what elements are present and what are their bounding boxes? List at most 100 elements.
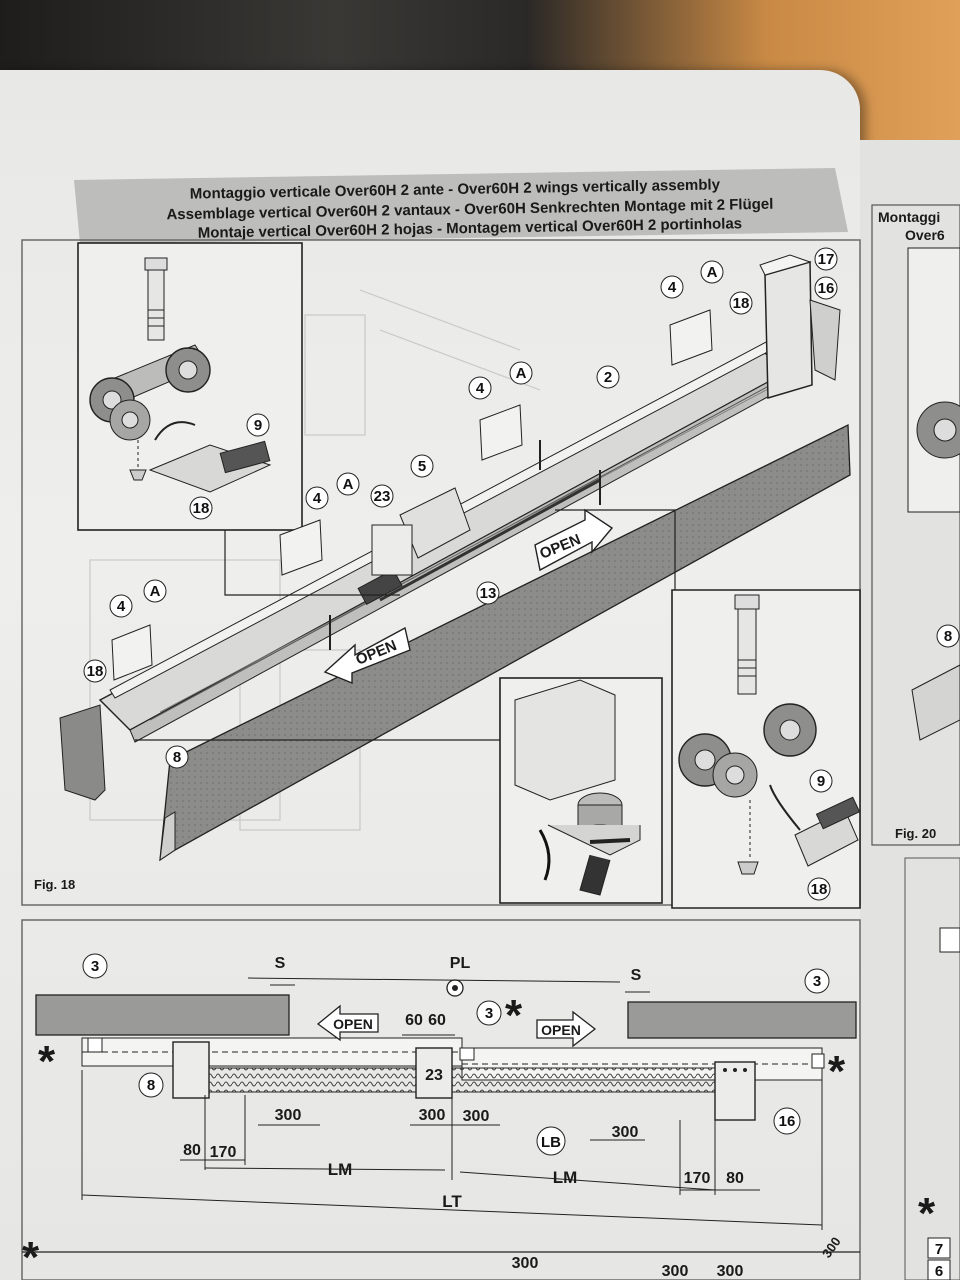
callout-5: 5 [410, 454, 434, 478]
bracket-23 [415, 1047, 453, 1099]
dim-170-left: 170 [210, 1144, 237, 1161]
dim-lm-left: LM [328, 1160, 353, 1179]
callout-23: 23 [370, 484, 394, 508]
svg-text:8: 8 [147, 1077, 155, 1094]
svg-text:13: 13 [480, 585, 497, 602]
dim-80-left: 80 [183, 1142, 201, 1159]
open-arrow-left: OPEN [323, 626, 411, 685]
fig18-caption: Fig. 18 [34, 877, 75, 892]
dim-300-c: 300 [463, 1108, 490, 1125]
open-label-dim-left: OPEN [333, 1016, 373, 1032]
star-left: * [38, 1037, 56, 1086]
dim-lt: LT [442, 1192, 462, 1211]
svg-text:9: 9 [817, 773, 825, 790]
fig18-frame [21, 239, 861, 906]
dim-300-a: 300 [275, 1107, 302, 1124]
callout-13: 13 [476, 581, 500, 605]
bottom-dim-300-a: 300 [512, 1255, 539, 1272]
callout-dim-8: 8 [138, 1072, 164, 1098]
svg-text:4: 4 [117, 598, 126, 615]
svg-text:23: 23 [374, 488, 391, 505]
bottom-dim-300-c: 300 [717, 1263, 744, 1280]
callout-a-3: A [336, 472, 360, 496]
callout-dim-3-mid: 3 [476, 1000, 502, 1026]
bottom-dim-300-d: 300 [819, 1234, 844, 1260]
callout-9-2: 9 [809, 769, 833, 793]
callout-4-3: 4 [305, 486, 329, 510]
facing-title-bottom: Over6 [905, 227, 945, 243]
open-label-dim-right: OPEN [541, 1022, 581, 1038]
facing-callout-8: 8 [936, 624, 960, 648]
dim-300-d: 300 [612, 1124, 639, 1141]
callout-8: 8 [165, 745, 189, 769]
cover-end [159, 811, 176, 862]
svg-text:16: 16 [818, 280, 835, 297]
star-bottom-left: * [22, 1233, 40, 1280]
label-23: 23 [425, 1067, 443, 1084]
facing-list-7: 7 [935, 1241, 943, 1258]
callout-dim-3-left: 3 [82, 953, 108, 979]
belt [204, 1067, 716, 1093]
callout-9-1: 9 [246, 413, 270, 437]
svg-text:18: 18 [87, 663, 104, 680]
svg-text:18: 18 [811, 881, 828, 898]
dim-300-b: 300 [419, 1107, 446, 1124]
label-s-left: S [275, 955, 286, 972]
label-s-right: S [631, 967, 642, 984]
svg-text:3: 3 [485, 1005, 493, 1022]
svg-text:8: 8 [944, 628, 952, 645]
callout-18-2: 18 [189, 496, 213, 520]
svg-text:LB: LB [541, 1134, 561, 1151]
callout-17: 17 [814, 247, 838, 271]
svg-text:A: A [150, 583, 161, 600]
svg-text:16: 16 [779, 1113, 796, 1130]
facing-star: * [918, 1189, 936, 1238]
fig18-callouts: 17 16 A 4 18 2 A 4 5 9 23 A 4 18 13 4 A … [83, 247, 838, 901]
dimension-figure: OPEN OPEN S PL S 3 3 3 60 60 * * * 8 23 … [22, 953, 860, 1280]
door-leaf-left [35, 994, 290, 1036]
svg-text:9: 9 [254, 417, 262, 434]
open-arrow-right-dim: OPEN [536, 1010, 597, 1048]
svg-text:17: 17 [818, 251, 835, 268]
inset-carriage-top [77, 242, 303, 531]
dim-170-right: 170 [684, 1170, 711, 1187]
facing-list-6: 6 [935, 1263, 943, 1280]
svg-text:3: 3 [91, 958, 99, 975]
callout-dim-3-right: 3 [804, 968, 830, 994]
svg-text:4: 4 [668, 279, 677, 296]
svg-text:18: 18 [733, 295, 750, 312]
facing-page-content: Montaggi Over6 8 Fig. 20 * 7 6 [871, 204, 960, 1280]
svg-text:2: 2 [604, 369, 612, 386]
svg-text:A: A [343, 476, 354, 493]
callout-18-4: 18 [807, 877, 831, 901]
svg-text:18: 18 [193, 500, 210, 517]
callout-18-1: 18 [729, 291, 753, 315]
dimension-figure-frame [21, 919, 861, 1280]
callout-16: 16 [814, 276, 838, 300]
star-mid: * [505, 991, 523, 1040]
label-pl: PL [450, 955, 471, 972]
svg-text:4: 4 [313, 490, 322, 507]
callout-4-2: 4 [468, 376, 492, 400]
inset-carriage-bottom [671, 589, 861, 909]
facing-caption: Fig. 20 [895, 826, 936, 841]
svg-text:8: 8 [173, 749, 181, 766]
star-right: * [828, 1047, 846, 1096]
svg-text:4: 4 [476, 380, 485, 397]
bottom-dim-300-b: 300 [662, 1263, 689, 1280]
facing-title-top: Montaggi [878, 209, 940, 225]
dim-lm-right: LM [553, 1168, 578, 1187]
svg-text:3: 3 [813, 973, 821, 990]
title-banner: Montaggio verticale Over60H 2 ante - Ove… [74, 168, 848, 244]
label-60-b: 60 [428, 1012, 446, 1029]
callout-4-1: 4 [660, 275, 684, 299]
inset-lock [499, 677, 663, 904]
door-leaf-right [627, 1001, 857, 1039]
callout-a-1: A [700, 260, 724, 284]
callout-18-3: 18 [83, 659, 107, 683]
svg-text:A: A [516, 365, 527, 382]
callout-dim-16: 16 [773, 1107, 801, 1135]
svg-text:5: 5 [418, 458, 426, 475]
callout-a-2: A [509, 361, 533, 385]
